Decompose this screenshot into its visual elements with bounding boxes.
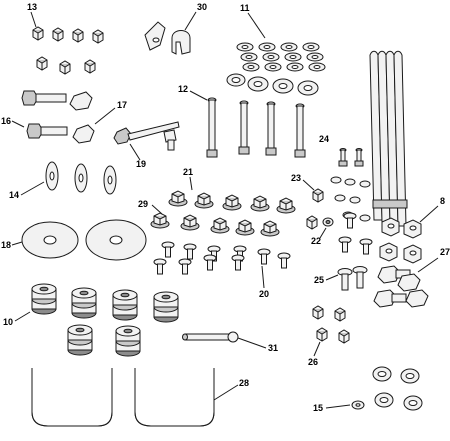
bushing-set-10	[31, 283, 179, 357]
leader-10	[14, 311, 31, 322]
flange-nut-set-21	[150, 190, 296, 237]
callout-28: 28	[239, 378, 249, 388]
pin-31	[182, 331, 239, 343]
leader-26	[313, 341, 321, 357]
nut-set-26	[312, 305, 350, 344]
washer-set-15	[351, 366, 423, 411]
leader-17	[94, 107, 116, 125]
leader-27	[417, 257, 439, 273]
callout-31: 31	[268, 343, 278, 353]
leader-22	[319, 227, 327, 239]
callout-15: 15	[313, 403, 323, 413]
callout-18: 18	[1, 240, 11, 250]
leader-8	[419, 205, 439, 223]
callout-17: 17	[117, 100, 127, 110]
leader-19	[129, 143, 141, 161]
hex-bolt-set-27	[373, 265, 429, 308]
callout-12: 12	[178, 84, 188, 94]
bolt-set-25	[337, 236, 373, 291]
nut-set-13	[32, 26, 104, 75]
bolt-set-24	[338, 148, 364, 167]
large-nut-set-8	[379, 217, 422, 264]
callout-24: 24	[319, 134, 329, 144]
leader-31	[237, 337, 267, 349]
clamp-30	[144, 21, 191, 55]
callout-13: 13	[27, 2, 37, 12]
callout-19: 19	[136, 159, 146, 169]
washer-set-14	[45, 161, 117, 195]
part-22	[322, 212, 357, 229]
callout-16: 16	[1, 116, 11, 126]
leader-16	[11, 120, 25, 128]
leader-13	[30, 11, 37, 28]
callout-29: 29	[138, 199, 148, 209]
leader-30	[184, 11, 197, 31]
washer-set-18	[21, 219, 147, 261]
callout-30: 30	[197, 2, 207, 12]
hex-bolt-set-16	[21, 90, 95, 144]
callout-27: 27	[440, 247, 450, 257]
leader-23	[302, 179, 315, 191]
callout-10: 10	[3, 317, 13, 327]
u-bolt-set-28	[31, 368, 215, 427]
leader-29	[151, 204, 163, 215]
callout-20: 20	[259, 289, 269, 299]
washer-set-11	[226, 42, 326, 96]
leader-15	[325, 404, 351, 409]
leader-12	[189, 90, 208, 101]
callout-25: 25	[314, 275, 324, 285]
leader-14	[20, 181, 45, 196]
leader-20	[261, 265, 265, 289]
leader-18	[11, 241, 23, 246]
callout-26: 26	[308, 357, 318, 367]
long-rod-set	[369, 50, 408, 227]
callout-8: 8	[440, 196, 445, 206]
leader-25	[325, 274, 339, 281]
callout-21: 21	[183, 167, 193, 177]
callout-22: 22	[311, 236, 321, 246]
bolt-set-12	[206, 97, 306, 158]
long-bolt-19	[113, 121, 180, 151]
carriage-bolt-set-20	[153, 241, 291, 275]
leader-11	[247, 12, 266, 39]
leader-28	[213, 384, 239, 401]
callout-23: 23	[291, 173, 301, 183]
callout-11: 11	[240, 3, 250, 13]
leader-21	[189, 176, 193, 191]
callout-14: 14	[9, 190, 19, 200]
small-hardware-23	[306, 176, 371, 230]
